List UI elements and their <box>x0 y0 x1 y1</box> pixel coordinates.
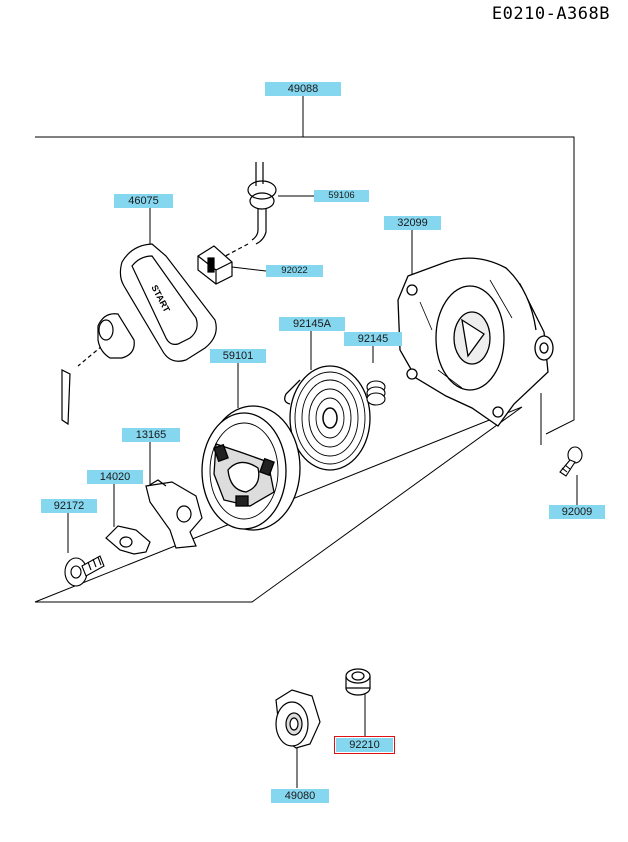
part-label-92145[interactable]: 92145 <box>344 332 402 346</box>
part-label-32099[interactable]: 32099 <box>384 216 441 230</box>
part-label-92022[interactable]: 92022 <box>266 265 323 277</box>
rope-clip <box>197 245 233 285</box>
recoil-spring <box>284 365 371 471</box>
part-label-92172[interactable]: 92172 <box>41 499 97 513</box>
part-label-92145A[interactable]: 92145A <box>279 317 345 331</box>
reference-code: E0210-A368B <box>491 4 610 24</box>
part-label-46075[interactable]: 46075 <box>114 194 173 208</box>
part-label-49088[interactable]: 49088 <box>265 82 341 96</box>
part-label-59106[interactable]: 59106 <box>314 190 369 202</box>
washer-plate <box>105 525 151 555</box>
part-label-92210-selected[interactable]: 92210 <box>334 736 395 754</box>
starter-reel <box>201 405 301 531</box>
part-label-14020[interactable]: 14020 <box>87 470 143 484</box>
part-label-59101[interactable]: 59101 <box>210 349 266 363</box>
ratchet-pawl <box>145 479 203 549</box>
part-label-13165[interactable]: 13165 <box>122 428 180 442</box>
starter-rope <box>61 162 277 426</box>
starter-housing <box>397 257 554 427</box>
housing-screw <box>559 446 583 477</box>
flange-nut <box>345 668 371 696</box>
part-label-92009[interactable]: 92009 <box>549 505 605 519</box>
part-label-49080[interactable]: 49080 <box>271 789 329 803</box>
screw-bolt <box>64 555 105 587</box>
leader-92022 <box>231 266 267 272</box>
small-spring <box>366 380 386 406</box>
pulley-hub <box>275 689 321 749</box>
starter-handle: START <box>97 243 217 362</box>
